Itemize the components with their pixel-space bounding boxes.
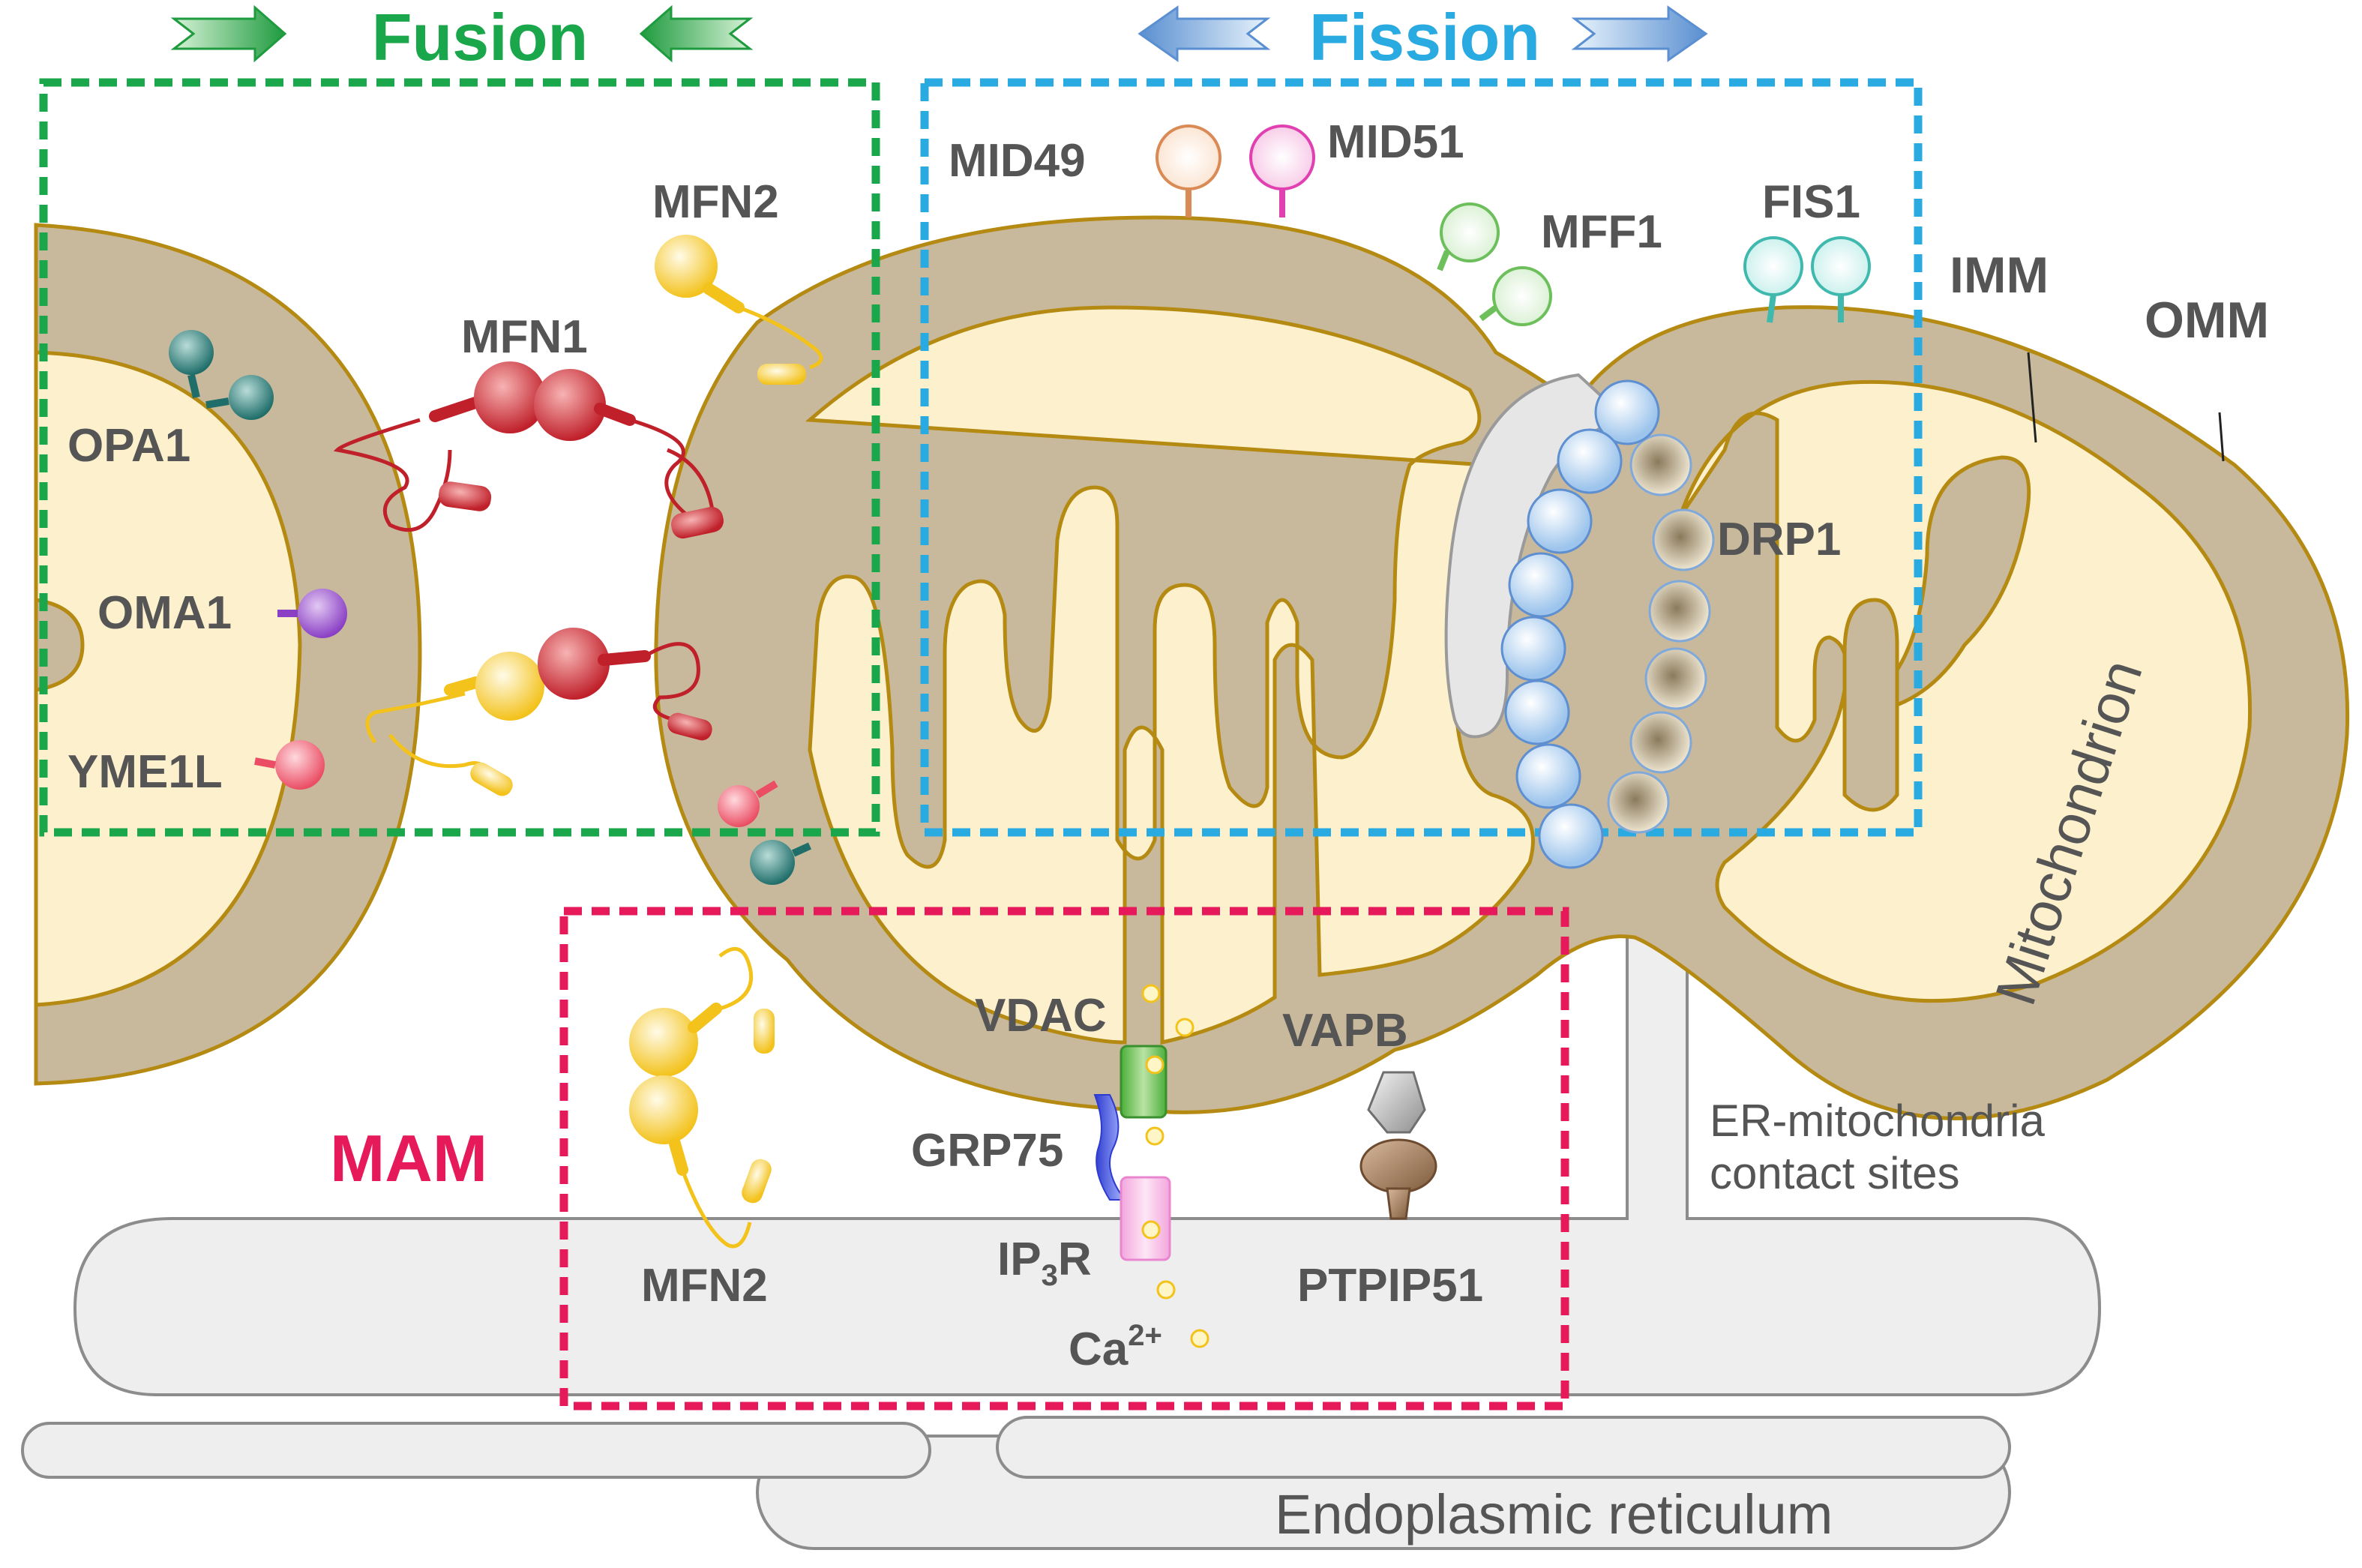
label-ca-main: Ca: [1069, 1324, 1129, 1375]
label-mid51: MID51: [1327, 116, 1464, 168]
fusion-arrow-right: [170, 4, 287, 63]
fusion-box: [39, 78, 880, 837]
label-contact-line2: contact sites: [1710, 1148, 1960, 1198]
label-omm: OMM: [2145, 292, 2269, 349]
fission-box: [920, 78, 1923, 837]
grp75-protein: [1093, 1094, 1126, 1201]
mfn2-bottom-protein: [629, 947, 775, 1249]
label-vapb: VAPB: [1282, 1005, 1408, 1057]
calcium-ions: [1141, 984, 1209, 1348]
drp1-ring: [1500, 379, 1715, 869]
label-ip3r-main: IP: [997, 1234, 1042, 1285]
endoplasmic-reticulum: [21, 906, 2102, 1550]
fusion-header: Fusion: [170, 0, 754, 74]
label-oma1: OMA1: [97, 587, 232, 639]
opa1-protein: [169, 330, 274, 420]
vapb-ptpip51-complex: [1359, 1071, 1437, 1220]
label-yme1l: YME1L: [67, 746, 223, 798]
mid49-protein: [1156, 124, 1221, 217]
fission-arrow-left: [1138, 5, 1271, 62]
fission-title: Fission: [1309, 0, 1540, 74]
edge-yme1l-protein: [718, 780, 778, 827]
label-grp75: GRP75: [911, 1125, 1063, 1177]
label-opa1: OPA1: [67, 420, 190, 472]
label-contact-line1: ER-mitochondria: [1710, 1096, 2045, 1146]
ip3r-channel: [1120, 1176, 1171, 1261]
fission-arrow-right: [1571, 5, 1708, 62]
label-ptpip51: PTPIP51: [1297, 1260, 1483, 1312]
label-ip3r-end: R: [1058, 1234, 1092, 1285]
mfn2-mfn1-bottom-complex: [365, 628, 712, 796]
left-mitochondrion: [34, 223, 422, 1086]
label-mfn1: MFN1: [461, 311, 588, 363]
er-tubule: [1444, 373, 1631, 739]
label-er: Endoplasmic reticulum: [1275, 1483, 1833, 1546]
label-fis1: FIS1: [1762, 176, 1860, 228]
mid51-protein: [1249, 124, 1315, 217]
fission-header: Fission: [1138, 0, 1708, 74]
label-mid49: MID49: [949, 135, 1086, 187]
membrane-leader-lines: [2027, 352, 2225, 462]
label-imm: IMM: [1950, 247, 2049, 304]
label-mam: MAM: [330, 1121, 487, 1195]
oma1-protein: [277, 589, 347, 638]
mff1-protein: [1437, 202, 1552, 326]
label-ip3r-sub: 3: [1042, 1259, 1058, 1292]
mam-box: [559, 907, 1569, 1411]
yme1l-protein: [254, 740, 325, 790]
mfn1-top-complex: [333, 361, 724, 539]
fis1-protein: [1743, 236, 1871, 323]
fusion-title: Fusion: [372, 0, 588, 74]
label-drp1: DRP1: [1717, 514, 1841, 565]
label-mfn2-bottom: MFN2: [641, 1260, 768, 1312]
label-ip3r: IP3R: [997, 1234, 1092, 1292]
mfn2-top-protein: [655, 235, 823, 385]
label-mfn2-top: MFN2: [652, 176, 779, 228]
label-ca: Ca2+: [1069, 1319, 1162, 1375]
fusion-arrow-left: [639, 4, 754, 63]
label-mff1: MFF1: [1541, 206, 1662, 258]
label-ca-sup: 2+: [1128, 1319, 1162, 1352]
label-vdac: VDAC: [975, 990, 1107, 1042]
edge-opa1-protein: [750, 840, 812, 885]
